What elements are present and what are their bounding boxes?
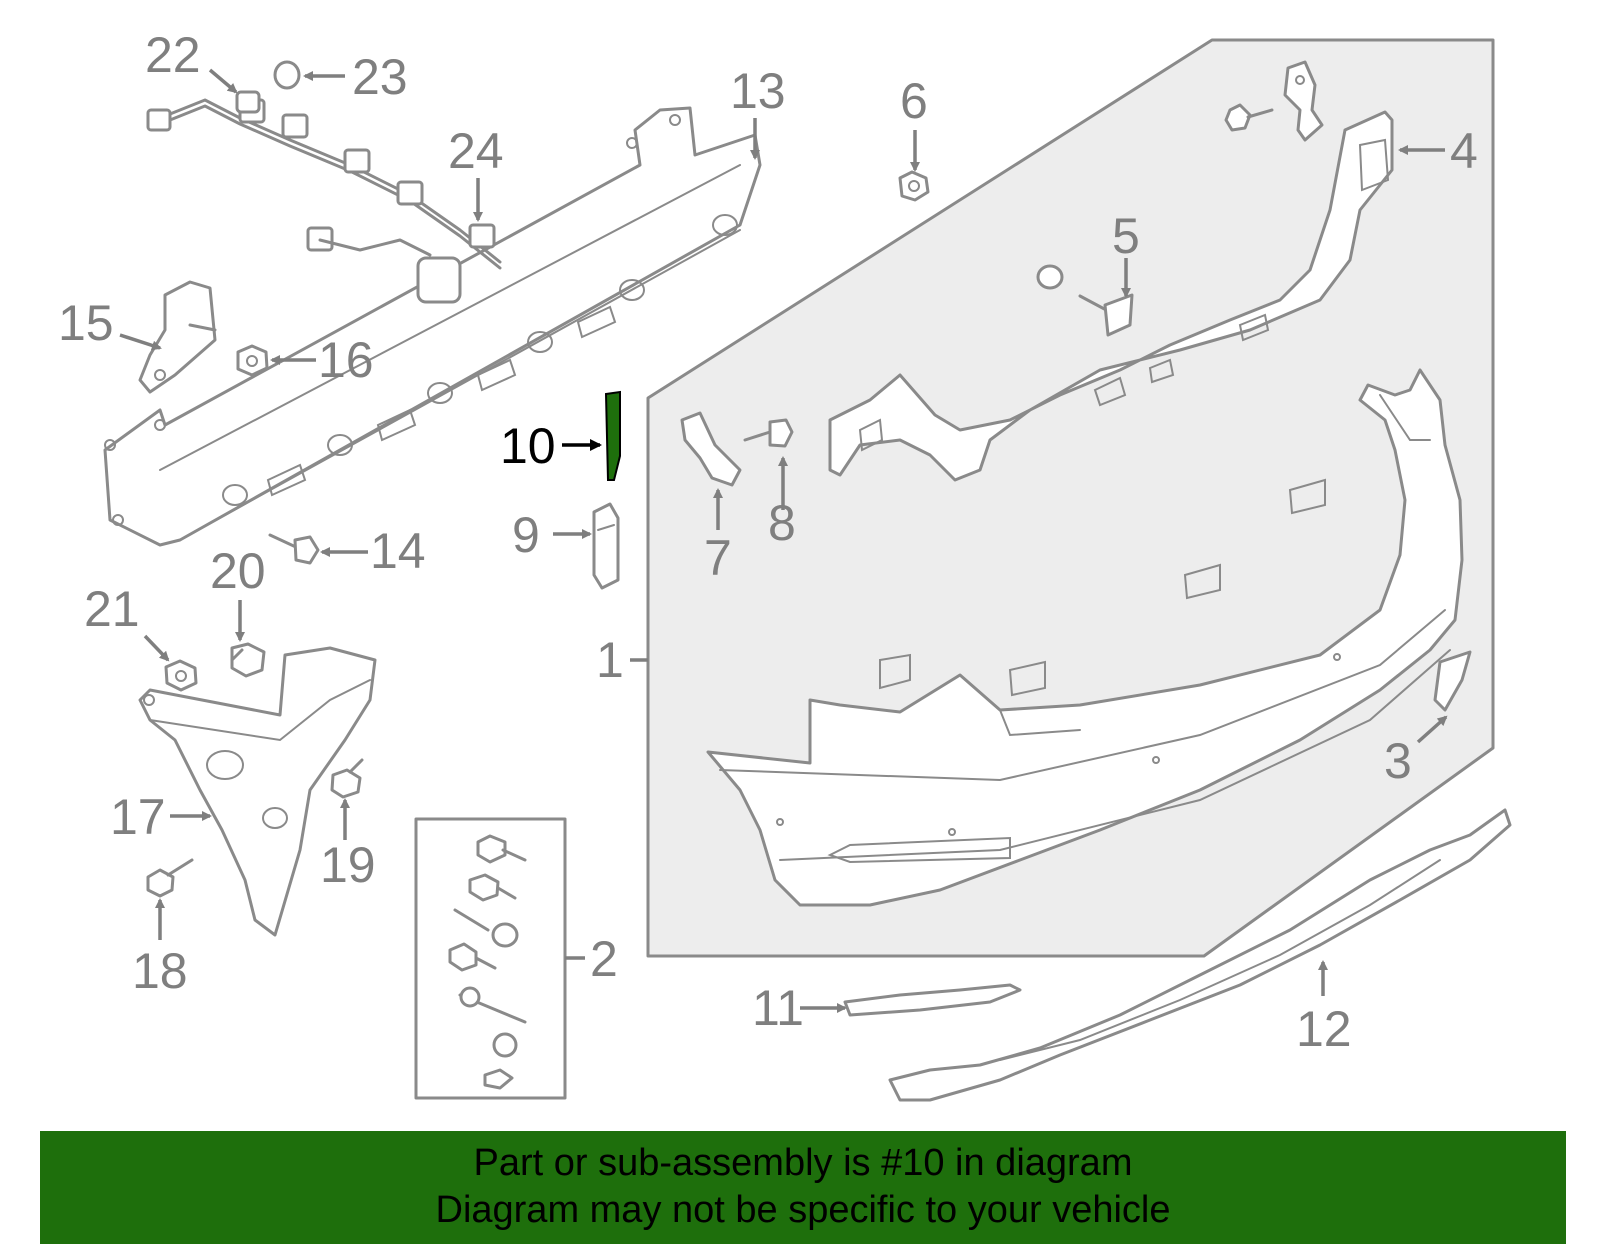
callout-10: 10 [500,418,556,474]
callout-23: 23 [352,49,408,105]
callout-22: 22 [145,27,201,83]
part-11-trim-strip [843,983,1022,1017]
callout-1: 1 [596,632,624,688]
callout-labels: 1 2 3 4 5 6 7 8 9 10 11 12 13 14 15 16 1… [58,27,1478,1057]
callout-5: 5 [1112,208,1140,264]
callout-8: 8 [768,495,796,551]
banner-line-part-number: Part or sub-assembly is #10 in diagram [473,1142,1133,1184]
part-16-nut [236,344,269,377]
part-18-screw [146,858,194,898]
part-13-impact-bar [103,106,762,547]
part-9-retainer [592,502,620,590]
part-12-diffuser [888,808,1512,1102]
callout-6: 6 [900,73,928,129]
callout-18: 18 [132,943,188,999]
callout-9: 9 [512,507,540,563]
part-17-side-bracket [138,646,377,937]
part-2-hardware-kit [414,817,567,1100]
callout-21: 21 [84,581,140,637]
callout-17: 17 [110,789,166,845]
part-8-bolt [743,418,794,448]
part-1-bumper-cover [706,368,1464,907]
bolt-upper [1224,103,1274,132]
info-banner: Part or sub-assembly is #10 in diagram D… [40,1131,1566,1244]
callout-4: 4 [1450,123,1478,179]
part-21-nut [164,659,198,692]
part-19-clip [330,758,364,799]
part-7-bracket [680,411,742,487]
upper-corner-bracket [1283,60,1324,142]
callout-24: 24 [448,123,504,179]
part-15-bracket [138,280,217,394]
part-5-stud [1036,264,1134,337]
callout-20: 20 [210,543,266,599]
callout-leaders [119,68,1448,1013]
part-20-clip [230,642,266,678]
banner-line-disclaimer: Diagram may not be specific to your vehi… [435,1189,1171,1231]
callout-11: 11 [752,980,804,1036]
callout-16: 16 [318,332,374,388]
part-4-mount-bracket [828,110,1394,482]
callout-2: 2 [590,931,618,987]
part-3-side-piece [1433,650,1472,712]
callout-15: 15 [58,295,114,351]
part-10-guide[interactable] [604,390,621,481]
callout-3: 3 [1384,733,1412,789]
callout-7: 7 [704,530,732,586]
callout-13: 13 [730,63,786,119]
callout-19: 19 [320,837,376,893]
part-6-nut [898,170,930,202]
part-14-bolt [268,533,320,565]
part-22-connector [235,90,261,114]
callout-14: 14 [370,523,426,579]
callout-12: 12 [1296,1001,1352,1057]
part-23-o-ring [273,60,301,90]
